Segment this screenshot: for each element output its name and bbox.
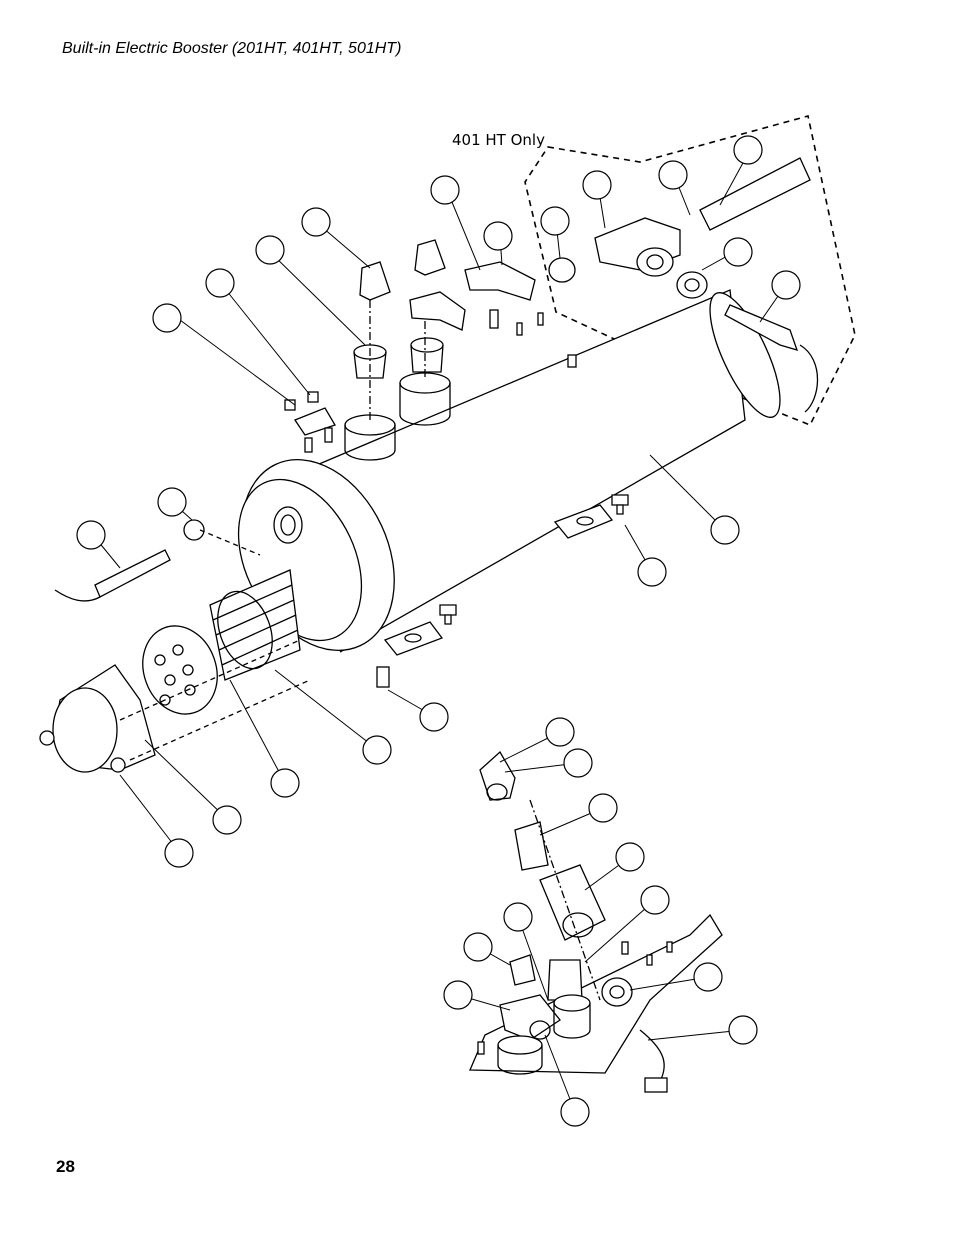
reducer-bushing-right <box>410 337 444 373</box>
assembly-line-probe <box>199 529 261 556</box>
lower-elbow-small <box>509 954 536 986</box>
leader-lines <box>92 149 786 854</box>
lower-dowels <box>477 941 673 1055</box>
dowel-pins-top <box>489 309 577 368</box>
hose-elbow-upper <box>464 261 536 301</box>
bolt-rear <box>611 494 629 515</box>
mounting-bracket-front <box>383 621 444 656</box>
element-flange <box>142 625 218 715</box>
cover-nut-left <box>39 730 55 746</box>
lower-coupling <box>539 864 606 941</box>
assembly-line-cover <box>119 639 301 721</box>
lower-port-left <box>497 1035 543 1075</box>
drain-plug <box>376 666 390 688</box>
elbow-fitting-left <box>359 261 391 301</box>
mounting-bracket-rear <box>553 504 614 539</box>
nipple-fitting <box>676 271 708 299</box>
temperature-probe-rear <box>724 304 819 413</box>
page-number: 28 <box>56 1157 75 1176</box>
lower-alignment-line <box>529 799 601 1001</box>
lower-callout-balloons <box>443 717 758 1127</box>
401ht-dashed-boundary <box>524 115 856 427</box>
thermostat-assembly <box>284 391 336 453</box>
lower-tee <box>499 994 561 1041</box>
heating-element <box>209 569 301 681</box>
callout-balloons <box>76 135 801 868</box>
tank-port-left <box>344 414 396 461</box>
lower-port-right <box>553 994 591 1039</box>
lower-probe-wire <box>639 1029 668 1093</box>
cover-nut-bottom <box>110 757 126 773</box>
hose-elbow-lower <box>409 291 466 331</box>
hose-long <box>699 157 811 231</box>
lower-bushing <box>601 977 633 1007</box>
lower-nipple <box>547 959 583 1001</box>
page-title: Built-in Electric Booster (201HT, 401HT,… <box>62 40 402 57</box>
union-nut <box>636 247 674 277</box>
401ht-only-callout: 401 HT Only <box>452 131 545 149</box>
hose-clamp <box>548 257 576 283</box>
lower-adapter <box>514 821 549 871</box>
lower-elbow <box>479 750 516 801</box>
bolt-front <box>439 604 457 625</box>
probe-bushing-front <box>183 519 205 541</box>
tank-body <box>237 289 781 653</box>
assembly-line-cover-2 <box>129 679 311 761</box>
elbow-fitting-right <box>414 239 446 276</box>
temperature-probe-front <box>54 549 171 602</box>
element-cover <box>52 664 156 773</box>
